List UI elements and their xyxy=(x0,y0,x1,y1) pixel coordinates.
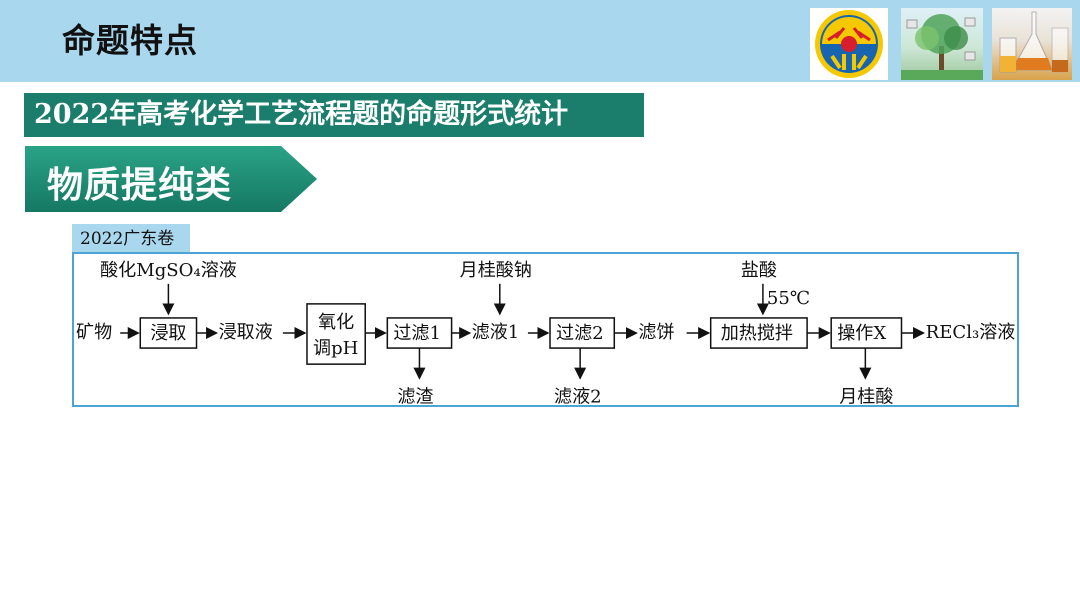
filtrate1-label: 滤液1 xyxy=(472,322,520,343)
operation-x-label: 操作X xyxy=(837,323,886,344)
school-emblem-icon xyxy=(810,8,888,80)
page-title: 命题特点 xyxy=(62,21,198,60)
source-tag: 2022广东卷 xyxy=(72,224,190,255)
filter2-box xyxy=(549,317,616,349)
residue-label: 滤渣 xyxy=(397,386,433,407)
leach-label: 浸取 xyxy=(150,323,186,344)
filtrate2-label: 滤液2 xyxy=(554,386,602,407)
reagent-mgso4: 酸化MgSO₄溶液 xyxy=(100,260,237,281)
header-bar: 命题特点 xyxy=(0,0,1080,82)
filter1-label: 过滤1 xyxy=(393,323,441,344)
category-label: 物质提纯类 xyxy=(47,165,233,206)
oxidize-box xyxy=(306,303,366,365)
ore-label: 矿物 xyxy=(76,322,112,343)
reagent-sodium-laurate: 月桂酸钠 xyxy=(460,260,532,281)
cake-label: 滤饼 xyxy=(638,322,674,343)
operation-x-box xyxy=(830,317,903,349)
lab-flask-photo xyxy=(992,8,1072,80)
statistics-banner: 2022年高考化学工艺流程题的命题形式统计 xyxy=(24,93,644,137)
process-flowchart: 酸化MgSO₄溶液 月桂酸钠 盐酸 55℃ 矿物 浸取 浸取液 氧化 调pH 过… xyxy=(76,260,1016,408)
oxidize-label-1: 氧化 xyxy=(318,312,354,333)
oxidize-label-2: 调pH xyxy=(313,338,358,359)
flowchart-frame: 酸化MgSO₄溶液 月桂酸钠 盐酸 55℃ 矿物 浸取 浸取液 氧化 调pH 过… xyxy=(72,252,1019,407)
heat-stir-label: 加热搅拌 xyxy=(721,323,793,344)
lauric-acid-label: 月桂酸 xyxy=(839,386,893,407)
tree-illustration xyxy=(901,8,983,80)
reagent-hcl: 盐酸 xyxy=(741,260,777,281)
category-ribbon: 物质提纯类 xyxy=(25,146,317,212)
heat-stir-box xyxy=(709,317,808,349)
temperature-label: 55℃ xyxy=(767,288,810,309)
filter2-label: 过滤2 xyxy=(556,323,604,344)
leachate-label: 浸取液 xyxy=(219,322,273,343)
product-label: RECl₃溶液 xyxy=(926,322,1016,343)
